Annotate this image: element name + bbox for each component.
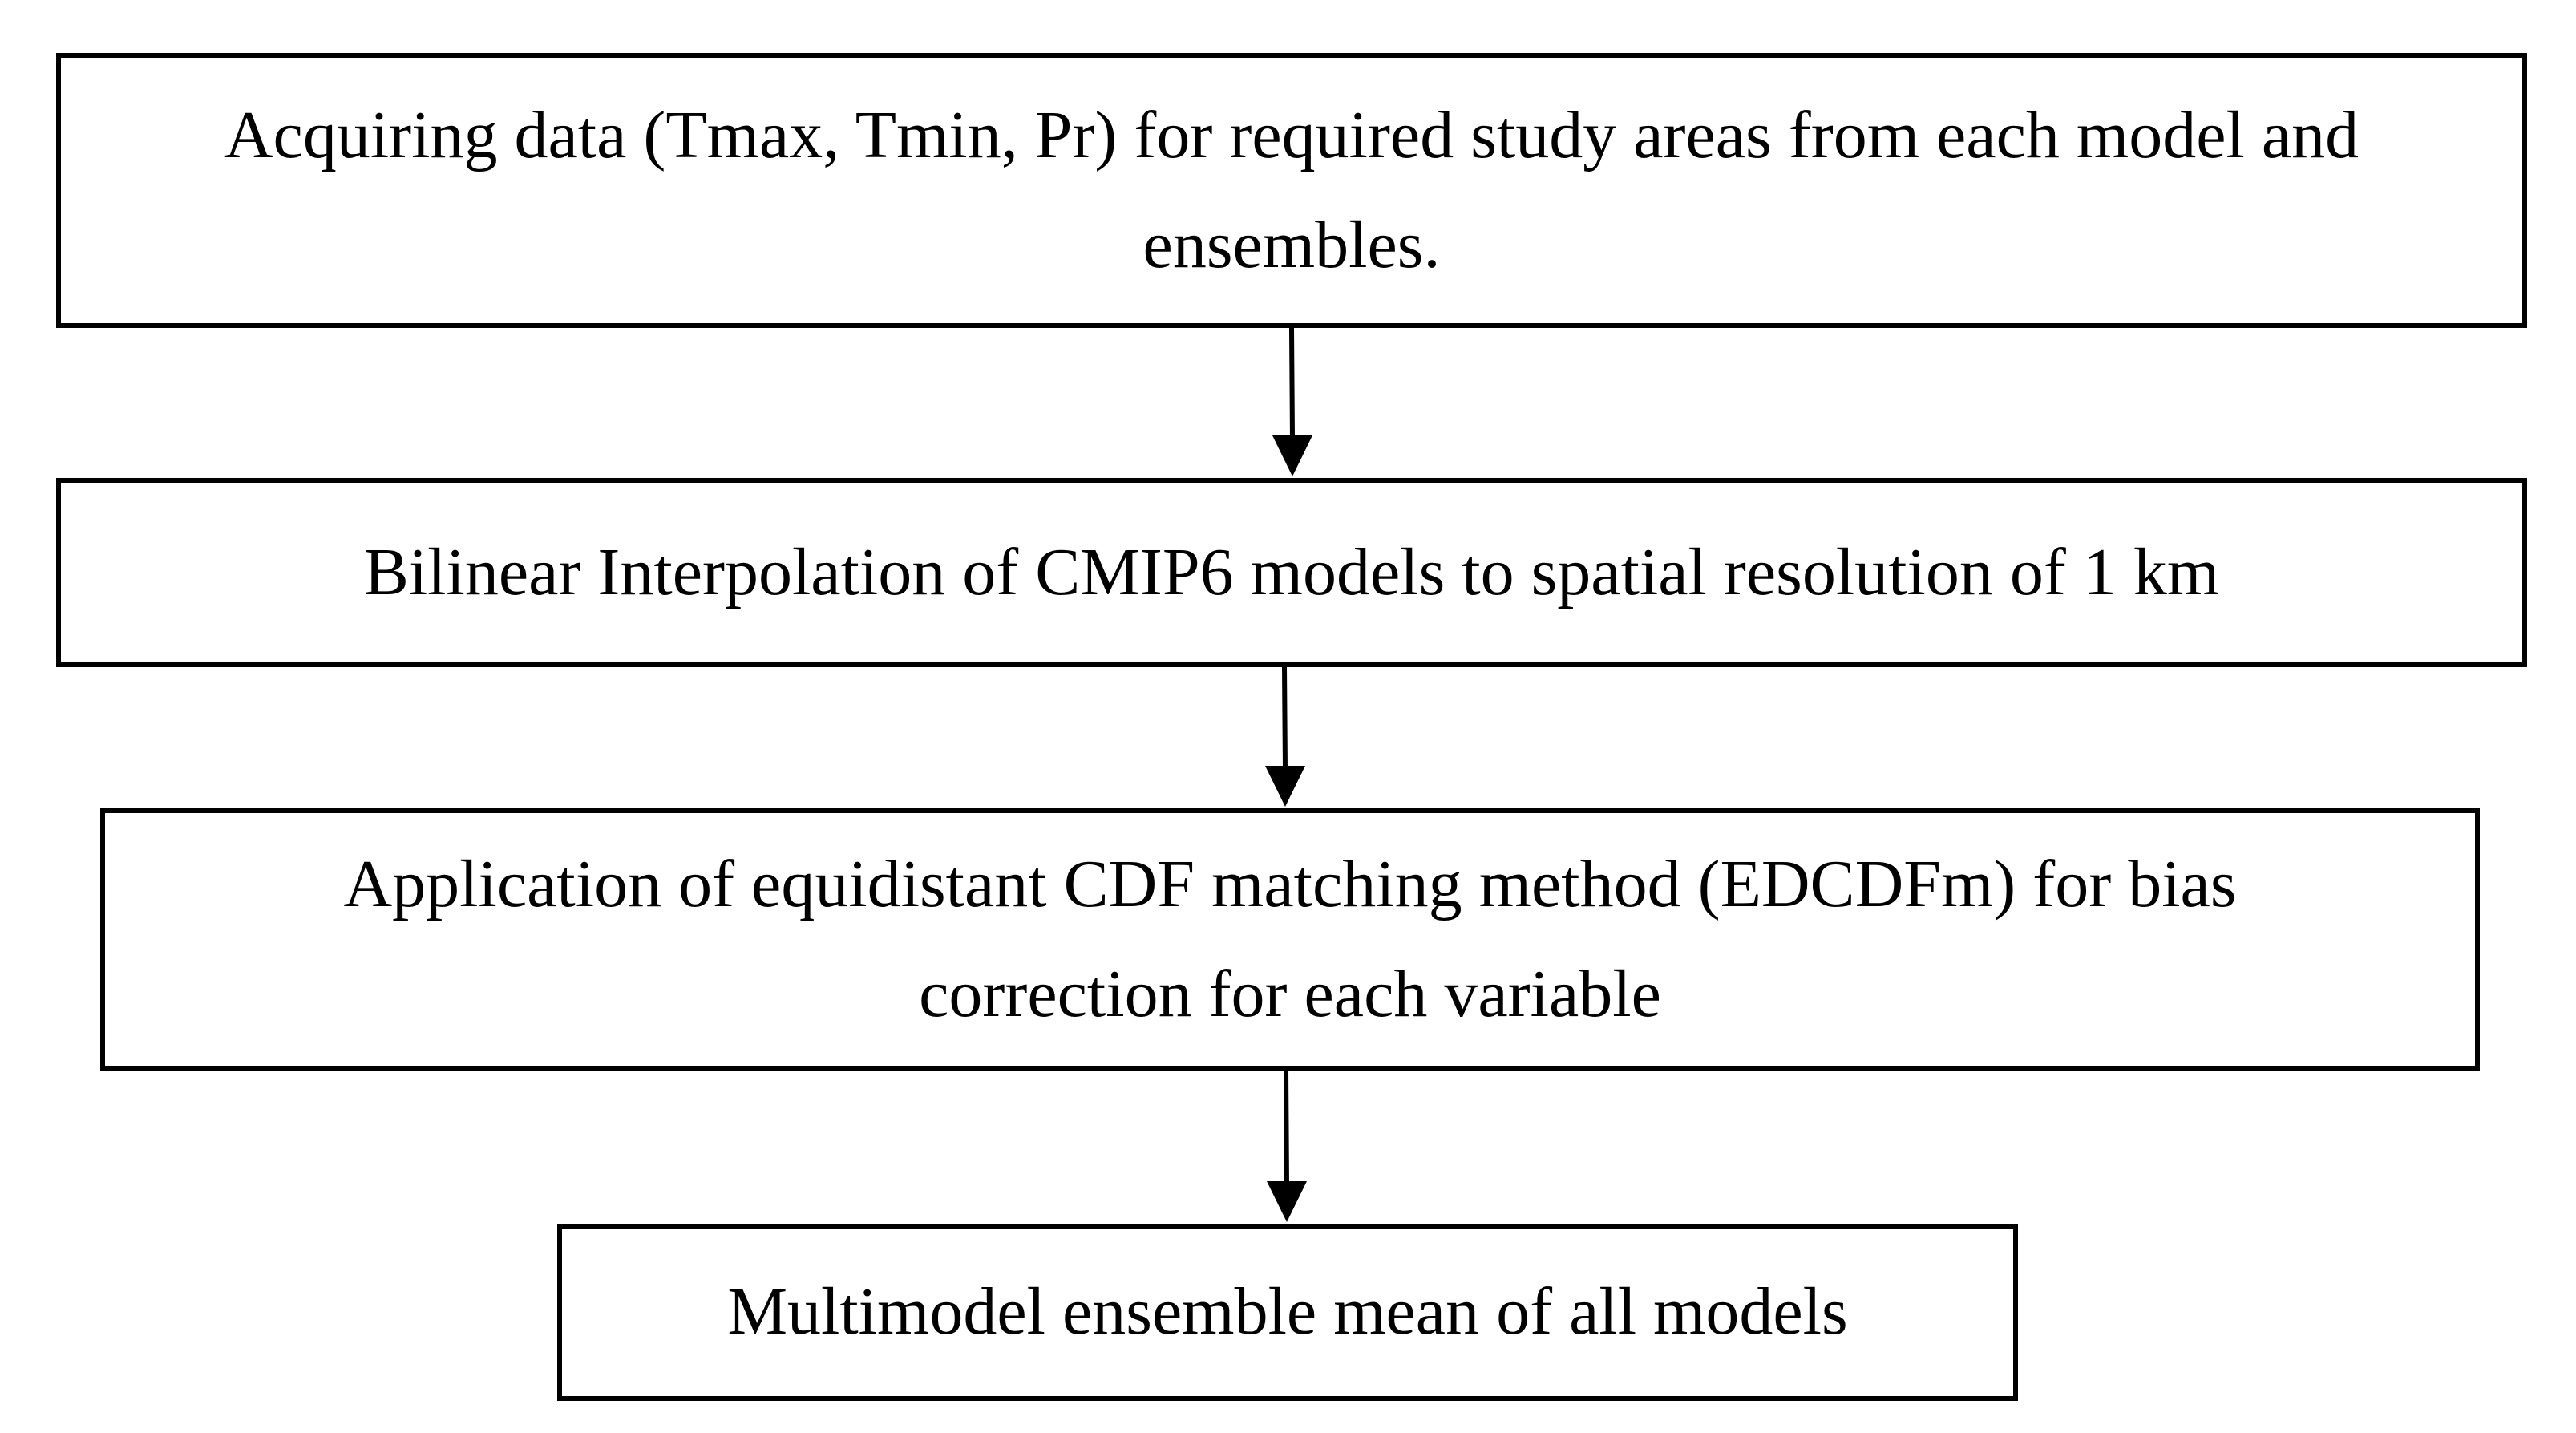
step-4-text: Multimodel ensemble mean of all models (727, 1274, 1848, 1350)
arrow-step3-to-step4 (1267, 1070, 1307, 1222)
step-2-box: Bilinear Interpolation of CMIP6 models t… (56, 478, 2527, 667)
step-1-box: Acquiring data (Tmax, Tmin, Pr) for requ… (56, 53, 2527, 328)
step-3-text: Application of equidistant CDF matching … (343, 847, 2237, 1031)
step-1-text: Acquiring data (Tmax, Tmin, Pr) for requ… (224, 98, 2360, 282)
step-4-box: Multimodel ensemble mean of all models (557, 1224, 2018, 1401)
arrow-step1-to-step2 (1272, 327, 1312, 476)
step-3-box: Application of equidistant CDF matching … (100, 808, 2480, 1071)
step-2-text: Bilinear Interpolation of CMIP6 models t… (363, 534, 2220, 609)
arrow-step2-to-step3 (1265, 666, 1305, 807)
